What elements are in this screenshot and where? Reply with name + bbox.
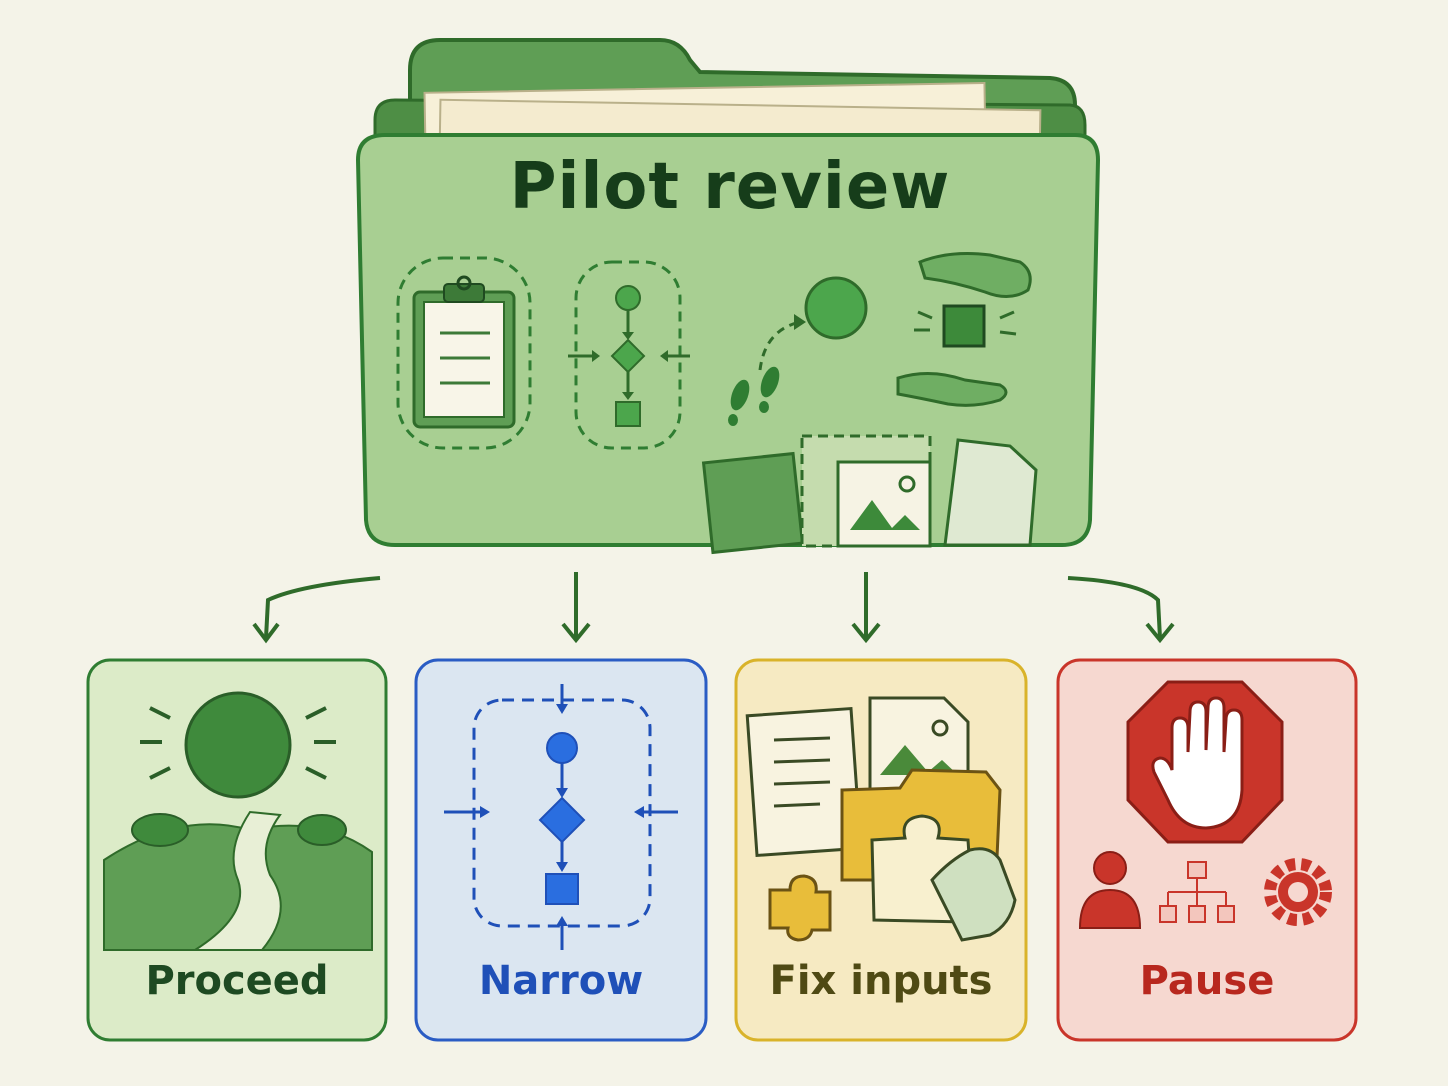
puzzle-files-icon: [745, 696, 1017, 942]
connector-proceed-arrowhead: [252, 622, 280, 644]
folder-title: Pilot review: [509, 150, 951, 224]
connector-narrow-arrowhead: [561, 622, 591, 644]
outcome-card-pause: [1056, 658, 1358, 1042]
outcome-card-fix-inputs: [734, 658, 1028, 1042]
connector-fix-arrowhead: [851, 622, 881, 644]
flow-diagram-icon: [568, 260, 690, 450]
outcome-label-pause: Pause: [1139, 958, 1275, 1004]
outcome-label-proceed: Proceed: [145, 958, 329, 1004]
outcome-label-narrow: Narrow: [478, 958, 644, 1004]
gear-icon: [1264, 858, 1332, 926]
outcome-card-proceed: [86, 658, 388, 1042]
org-chart-icon: [1159, 861, 1235, 923]
sun-path-icon: [103, 691, 373, 951]
connector-pause-arrowhead: [1145, 622, 1175, 644]
documents-icon: [701, 434, 1038, 555]
connector-proceed: [264, 576, 381, 639]
hands-holding-block-icon: [896, 252, 1032, 407]
connector-pause: [1067, 576, 1162, 639]
narrow-flow-icon: [444, 684, 678, 950]
clipboard-icon: [396, 256, 532, 450]
footsteps-icon: [728, 276, 868, 426]
stop-hand-icon: [1126, 680, 1284, 844]
outcome-card-narrow: [414, 658, 708, 1042]
outcome-label-fix-inputs: Fix inputs: [769, 958, 993, 1004]
connectors: [252, 572, 1175, 644]
person-icon: [1078, 851, 1142, 929]
